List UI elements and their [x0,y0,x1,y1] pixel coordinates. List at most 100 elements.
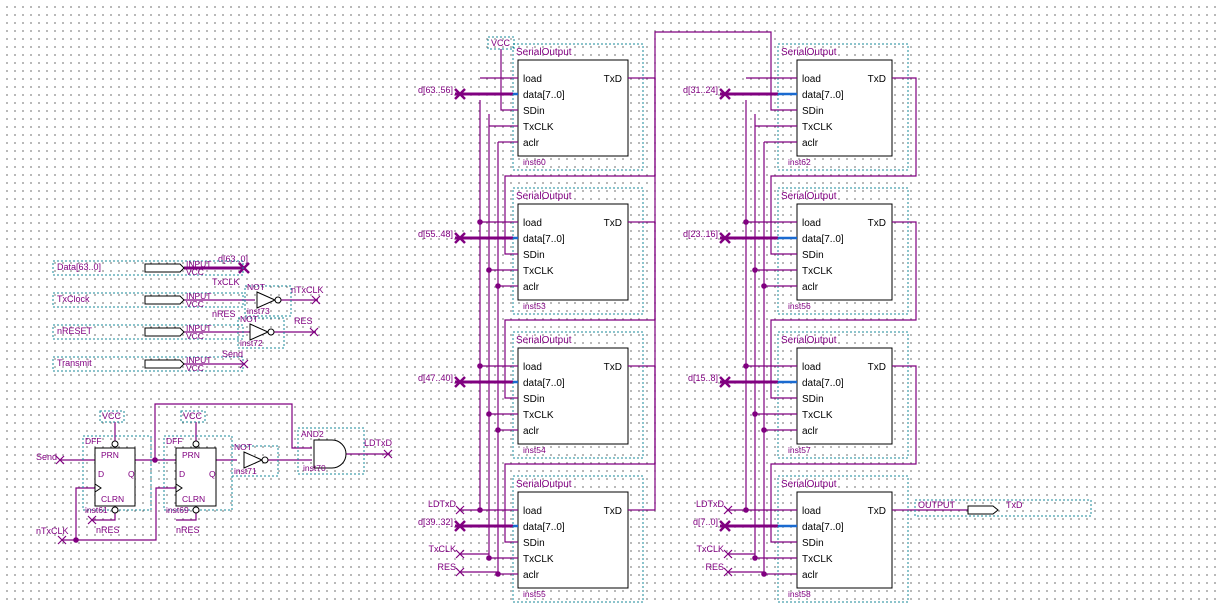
serial-output-block[interactable]: SerialOutputloaddata[7..0]SDinTxCLKaclrT… [512,43,644,171]
block-body [796,347,893,445]
not-bubble [267,328,275,336]
block-frame [777,331,909,459]
input-tag: INPUT [186,291,212,301]
serial-output-block[interactable]: SerialOutputloaddata[7..0]SDinTxCLKaclrT… [512,475,644,603]
pin-aclr: aclr [802,570,819,581]
input-tag: INPUT [186,323,212,333]
not-title: NOT [240,314,258,324]
junction-dot [477,219,483,225]
block-body [796,59,893,157]
pin-txclk: TxCLK [523,554,554,565]
pin-txclk: TxCLK [802,554,833,565]
ldtxd-label: LDTxD [696,499,725,509]
and-body [313,439,347,469]
pin-load: load [523,218,542,229]
wire-layer: d[63..56]d[55..48]d[47..40]d[39..32]d[31… [55,31,968,577]
block-frame [512,331,644,459]
dff-clrn: CLRN [101,494,124,504]
no-connect-mark [454,520,466,532]
serial-output-block[interactable]: SerialOutputloaddata[7..0]SDinTxCLKaclrT… [512,187,644,315]
serial-output-block[interactable]: SerialOutputloaddata[7..0]SDinTxCLKaclrT… [777,43,909,171]
junction-dot [761,427,767,433]
input-name: Transmit [57,358,92,368]
dff-clock [94,483,102,493]
txclk-label: TxCLK [696,544,724,554]
junction-dot [752,555,758,561]
serial-output-block[interactable]: SerialOutputloaddata[7..0]SDinTxCLKaclrT… [512,331,644,459]
pin-aclr: aclr [523,282,540,293]
vcc-label: VCC [183,411,203,421]
bus-label: d[39..32] [418,517,453,527]
output-name: TxD [1006,500,1023,510]
block-frame [512,475,644,603]
pin-txd: TxD [604,218,622,229]
serial-output-block[interactable]: SerialOutputloaddata[7..0]SDinTxCLKaclrT… [777,331,909,459]
ldtxd-label: LDTxD [428,499,457,509]
pin-txd: TxD [868,506,886,517]
and-out: LDTxD [364,438,393,448]
pin-data: data[7..0] [802,378,844,389]
wire [770,77,917,255]
pin-sdin: SDin [523,394,545,405]
wire [62,487,176,541]
instance-label: inst53 [523,301,546,311]
no-connect-mark [454,232,466,244]
pin-txd: TxD [868,362,886,373]
and-inst: inst70 [303,463,326,473]
not-frame [244,285,292,317]
dff-body [94,447,136,507]
pin-aclr: aclr [802,138,819,149]
pin-txclk: TxCLK [523,266,554,277]
not-frame [237,317,285,349]
junction-dot [486,267,492,273]
dff-title: DFF [85,436,102,446]
no-connect-mark [455,567,465,577]
pin-txclk: TxCLK [802,410,833,421]
pin-data: data[7..0] [523,378,565,389]
dff-q: Q [128,469,135,479]
dff-title: DFF [166,436,183,446]
serial-output-block[interactable]: SerialOutputloaddata[7..0]SDinTxCLKaclrT… [777,475,909,603]
pin-sdin: SDin [802,394,824,405]
instance-label: inst58 [788,589,811,599]
net-label: nTxCLK [291,285,324,295]
dff-clrn-bubble [111,506,119,514]
output-frame [914,499,1092,517]
pin-txd: TxD [604,362,622,373]
block-frame [777,187,909,315]
not-frame [231,445,279,477]
block-frame [777,475,909,603]
block-frame [777,43,909,171]
vcc-frame [487,36,515,50]
output-pin-shape [967,505,999,515]
pin-txclk: TxCLK [802,266,833,277]
block-title: SerialOutput [516,335,572,346]
not-inst: inst72 [240,338,263,348]
no-connect-mark [455,549,465,559]
pin-aclr: aclr [523,138,540,149]
input-pin-shape [144,359,185,369]
net-label: nRES [212,309,236,319]
not-inst: inst73 [247,306,270,316]
junction-dot [486,555,492,561]
output-tag: OUTPUT [918,500,956,510]
dff-d: D [98,469,104,479]
not-title: NOT [234,442,252,452]
pin-sdin: SDin [523,106,545,117]
serial-output-block[interactable]: SerialOutputloaddata[7..0]SDinTxCLKaclrT… [777,187,909,315]
not-triangle [249,323,270,341]
pin-txclk: TxCLK [802,122,833,133]
input-frame [52,260,244,276]
no-connect-mark [719,88,731,100]
dff-prn: PRN [182,450,200,460]
no-connect-mark [87,515,97,525]
no-connect-mark [719,232,731,244]
